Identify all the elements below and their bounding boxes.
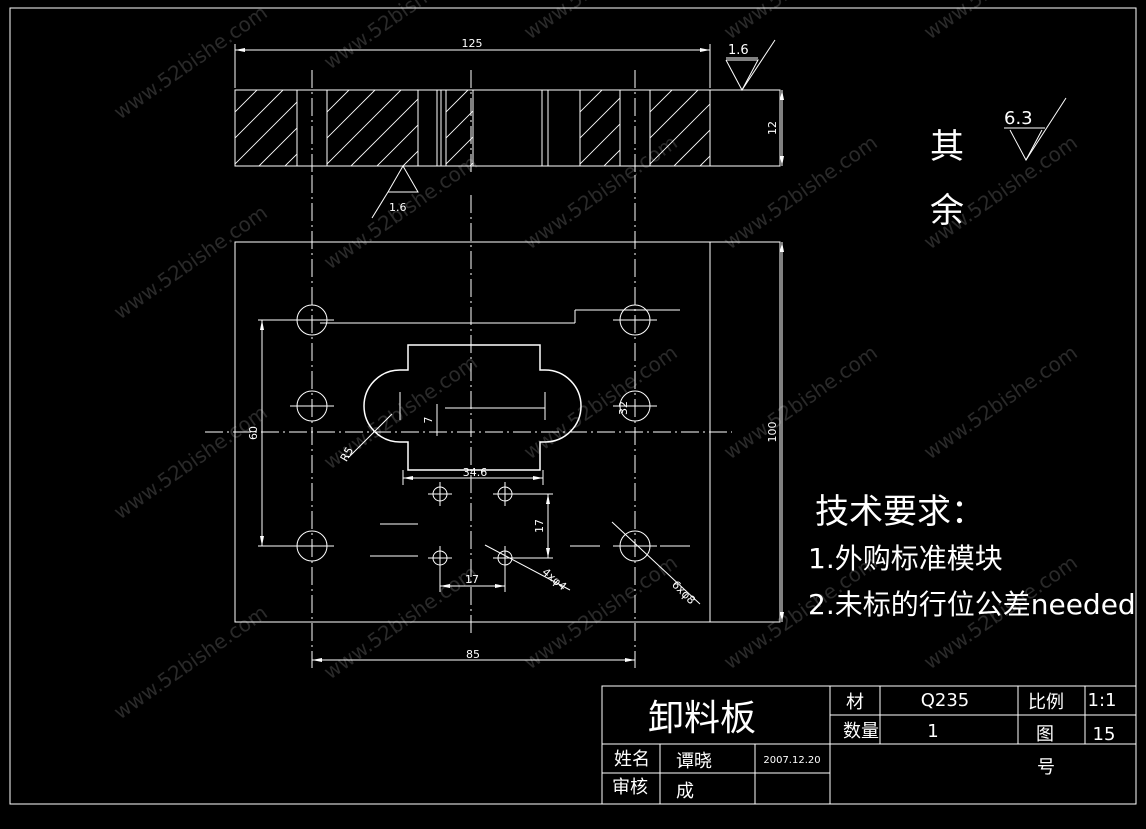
- other-label-1: 其: [930, 127, 964, 167]
- dim-slot-width: 34.6: [463, 466, 488, 479]
- date-value: 2007.12.20: [763, 755, 820, 766]
- watermark: www.52bishe.com: [919, 340, 1082, 464]
- part-name: 卸料板: [648, 698, 756, 739]
- dim-large-holes-callout: 6xφ8: [669, 578, 698, 607]
- qty-value: 1: [927, 721, 938, 742]
- watermark: www.52bishe.com: [109, 200, 272, 324]
- tech-item-1: 1.外购标准模块: [808, 542, 1003, 575]
- dim-height: 100: [766, 422, 779, 443]
- watermark: www.52bishe.com: [919, 0, 1082, 44]
- scale-value: 1:1: [1088, 690, 1117, 711]
- other-label-2: 余: [930, 191, 964, 231]
- qty-label: 数量: [843, 721, 879, 742]
- large-holes: [290, 304, 657, 562]
- dim-slot-height: 7: [422, 417, 435, 424]
- watermark: www.52bishe.com: [319, 0, 482, 74]
- watermark: www.52bishe.com: [719, 130, 882, 254]
- watermark: www.52bishe.com: [109, 0, 272, 124]
- watermark: www.52bishe.com: [109, 400, 272, 524]
- plan-view: 34.6 7 R5 32 60 100 85 17: [205, 175, 784, 668]
- watermark: www.52bishe.com: [519, 340, 682, 464]
- section-view: 125 12 1.6 1.6: [234, 37, 784, 219]
- watermark: www.52bishe.com: [109, 600, 272, 724]
- dim-hole-spacing-v: 60: [247, 426, 260, 440]
- watermark: www.52bishe.com: [519, 0, 682, 44]
- section-outline: [234, 89, 781, 167]
- drawing-no: 15: [1093, 724, 1116, 745]
- dim-side-32: 32: [617, 401, 630, 415]
- material-label: 材: [846, 692, 864, 713]
- roughness-symbol-bottom: 1.6: [371, 164, 419, 219]
- roughness-other-value: 6.3: [1004, 108, 1033, 129]
- name-value: 谭晓: [676, 751, 712, 772]
- review-label: 审核: [612, 777, 648, 798]
- section-hatching: [235, 90, 710, 166]
- roughness-symbol-top: 1.6: [725, 39, 776, 92]
- dim-bottom-width: 85: [466, 648, 480, 661]
- roughness-bottom-value: 1.6: [389, 201, 407, 214]
- title-block: 卸料板 材 Q235 比例 1:1 数量 1 图 15 号 姓名 谭晓 2007…: [601, 685, 1137, 805]
- name-label: 姓名: [614, 749, 650, 770]
- watermark: www.52bishe.com: [719, 0, 882, 44]
- reviewer-value: 成: [676, 781, 694, 802]
- dim-small-hole-v: 17: [533, 519, 546, 533]
- small-holes: [428, 482, 517, 570]
- watermark: www.52bishe.com: [519, 130, 682, 254]
- scale-label: 比例: [1028, 692, 1064, 713]
- material-value: Q235: [921, 690, 970, 711]
- dim-small-holes-callout: 4xφ4: [539, 565, 569, 593]
- tech-title: 技术要求：: [815, 492, 985, 532]
- tech-requirements: 技术要求： 1.外购标准模块 2.未标的行位公差needed: [808, 492, 1136, 621]
- watermark: www.52bishe.com: [719, 340, 882, 464]
- watermark: www.52bishe.com: [519, 550, 682, 674]
- dim-radius: R5: [338, 445, 357, 464]
- dim-small-hole-h: 17: [465, 573, 479, 586]
- dim-thickness: 12: [766, 121, 779, 135]
- tech-item-2: 2.未标的行位公差needed: [808, 588, 1136, 621]
- roughness-top-value: 1.6: [728, 43, 749, 58]
- roughness-other: 其 余 6.3: [930, 97, 1067, 231]
- center-cutout: [363, 344, 582, 471]
- dim-top-width: 125: [462, 37, 483, 50]
- drawing-border: [9, 7, 1137, 805]
- drawing-label: 图: [1036, 724, 1054, 745]
- number-label: 号: [1037, 757, 1055, 778]
